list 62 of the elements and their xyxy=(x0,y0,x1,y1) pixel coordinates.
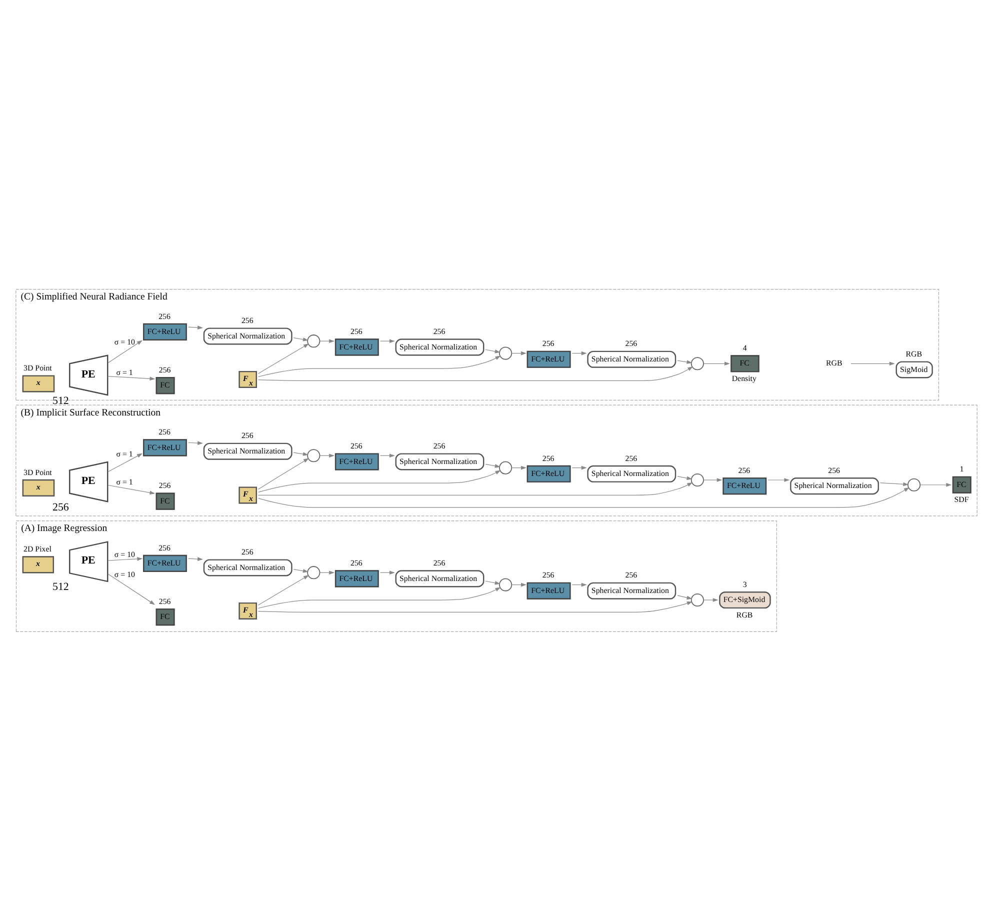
arrow xyxy=(380,453,395,458)
arrow xyxy=(188,440,204,444)
arrow xyxy=(258,574,309,605)
arrow xyxy=(258,470,501,492)
arrow xyxy=(258,486,910,508)
arrow xyxy=(485,580,500,584)
arrow xyxy=(258,355,501,377)
node-circle xyxy=(907,478,921,491)
node-circle xyxy=(499,346,512,360)
arrow xyxy=(108,340,142,363)
arrow xyxy=(511,582,526,586)
arrow xyxy=(572,465,587,470)
arrow xyxy=(677,476,692,480)
arrow xyxy=(380,570,395,574)
node-circle xyxy=(690,356,704,370)
node-circle xyxy=(307,448,320,462)
arrow xyxy=(319,453,335,458)
arrow xyxy=(572,582,587,586)
arrow xyxy=(108,452,143,472)
node-box: PE xyxy=(69,354,108,396)
node-circle xyxy=(690,592,704,606)
arrow xyxy=(511,465,526,470)
arrow xyxy=(677,594,692,600)
arrow xyxy=(108,484,156,494)
arrow xyxy=(319,338,335,343)
arrow xyxy=(188,556,204,560)
node-circle xyxy=(499,460,512,474)
arrow xyxy=(258,601,692,612)
arrow xyxy=(920,482,952,486)
arrow xyxy=(108,556,143,560)
arrow xyxy=(511,350,526,355)
arrow xyxy=(703,598,718,602)
arrow xyxy=(677,360,692,364)
arrow xyxy=(380,338,395,343)
arrow xyxy=(258,366,694,380)
node-box: PE xyxy=(69,540,108,582)
arrow xyxy=(703,361,730,366)
node-circle xyxy=(499,578,512,591)
arrow xyxy=(880,482,909,486)
node-circle xyxy=(307,334,320,348)
arrow xyxy=(319,570,335,574)
arrow xyxy=(258,343,309,374)
arrow xyxy=(188,325,204,329)
arrow xyxy=(850,361,895,366)
arrow xyxy=(485,348,500,353)
arrow xyxy=(703,478,722,482)
arrow xyxy=(572,350,587,355)
arrow xyxy=(293,337,308,341)
node-circle xyxy=(690,472,704,486)
arrow xyxy=(258,458,309,490)
arrow xyxy=(768,478,790,482)
arrow xyxy=(258,482,693,496)
arrow xyxy=(293,568,308,572)
node-label: 256 xyxy=(52,500,69,513)
node-label: 512 xyxy=(52,580,69,593)
node-box: PE xyxy=(69,460,108,502)
arrow xyxy=(293,452,308,456)
arrow xyxy=(108,375,156,380)
arrow xyxy=(258,586,501,608)
node-circle xyxy=(307,566,320,579)
arrow xyxy=(485,463,500,468)
arrow xyxy=(108,573,156,604)
